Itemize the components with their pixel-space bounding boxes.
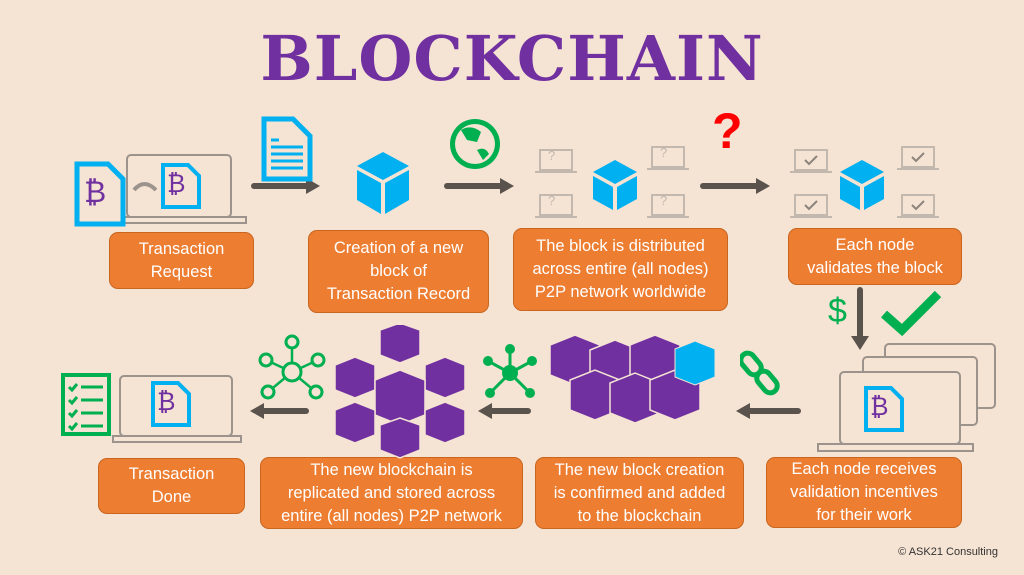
bitcoin-document-icon: [161, 163, 201, 209]
diagram-title: BLOCKCHAIN: [260, 22, 764, 95]
laptop-icon: [112, 375, 242, 443]
step-distribute-block: The block is distributed across entire (…: [513, 228, 728, 311]
chain-link-icon: [740, 350, 780, 396]
question-mark: ?: [660, 145, 668, 160]
user-network-icon: [258, 334, 326, 400]
cube-icon: [357, 152, 409, 214]
globe-icon: [450, 119, 500, 169]
question-icon: ?: [712, 103, 743, 159]
copyright-text: © ASK21 Consulting: [898, 546, 998, 558]
bitcoin-symbol: ₿: [84, 176, 107, 209]
network-hub-icon: [483, 344, 537, 398]
step-create-block: Creation of a new block of Transaction R…: [308, 230, 489, 313]
question-mark: ?: [548, 193, 556, 208]
question-mark: ?: [548, 148, 556, 163]
document-icon: [261, 116, 313, 182]
laptops-stack-icon: [817, 343, 996, 452]
checkmark-icon: [881, 290, 942, 337]
bitcoin-document-icon: [74, 161, 126, 227]
block-stack-icon: [549, 335, 716, 424]
checklist-icon: [61, 373, 111, 436]
step-block-confirmed: The new block creation is confirmed and …: [535, 457, 744, 529]
bitcoin-symbol: ₿: [157, 388, 176, 416]
step-transaction-request: Transaction Request: [109, 232, 254, 289]
laptop-icon: [121, 154, 247, 224]
blockchain-cluster-icon: [334, 325, 466, 459]
validated-network-icon: [790, 146, 939, 218]
bitcoin-symbol: ₿: [167, 170, 186, 198]
dollar-icon: $: [828, 292, 847, 330]
step-transaction-done: Transaction Done: [98, 458, 245, 514]
bitcoin-document-icon: [151, 381, 191, 427]
bitcoin-document-icon: [864, 386, 904, 432]
question-mark: ?: [660, 193, 668, 208]
step-receive-incentives: Each node receives validation incentives…: [766, 457, 962, 528]
step-chain-replicated: The new blockchain is replicated and sto…: [260, 457, 523, 529]
step-validate-block: Each node validates the block: [788, 228, 962, 285]
p2p-network-icon: [535, 146, 689, 218]
bitcoin-symbol: ₿: [870, 393, 889, 421]
